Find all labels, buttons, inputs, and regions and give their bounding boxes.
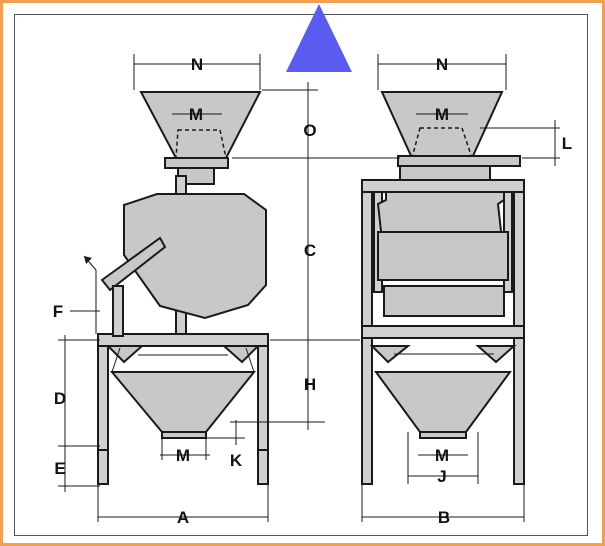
dim-label-n-right: N <box>436 55 448 74</box>
dim-label-b: B <box>438 508 450 527</box>
dim-label-j: J <box>437 467 446 486</box>
dim-label-m-right-bottom: M <box>435 446 449 465</box>
dim-label-m-left-bottom: M <box>176 446 190 465</box>
dim-label-e: E <box>54 459 65 478</box>
dim-label-d: D <box>54 389 66 408</box>
up-arrow-marker[interactable] <box>286 4 352 72</box>
dim-label-o: O <box>303 121 316 140</box>
dim-label-n-left: N <box>191 55 203 74</box>
dim-label-l: L <box>562 134 572 153</box>
dim-label-k: K <box>230 451 243 470</box>
right-machine-front-view <box>361 91 525 485</box>
dim-label-m-right-top: M <box>435 105 449 124</box>
dim-label-h: H <box>304 375 316 394</box>
left-machine-side-view <box>83 91 269 485</box>
dimension-lines <box>58 54 560 522</box>
dim-label-c: C <box>304 241 316 260</box>
dim-label-f: F <box>53 302 63 321</box>
dim-label-a: A <box>177 508 189 527</box>
dim-label-m-left-top: M <box>189 105 203 124</box>
